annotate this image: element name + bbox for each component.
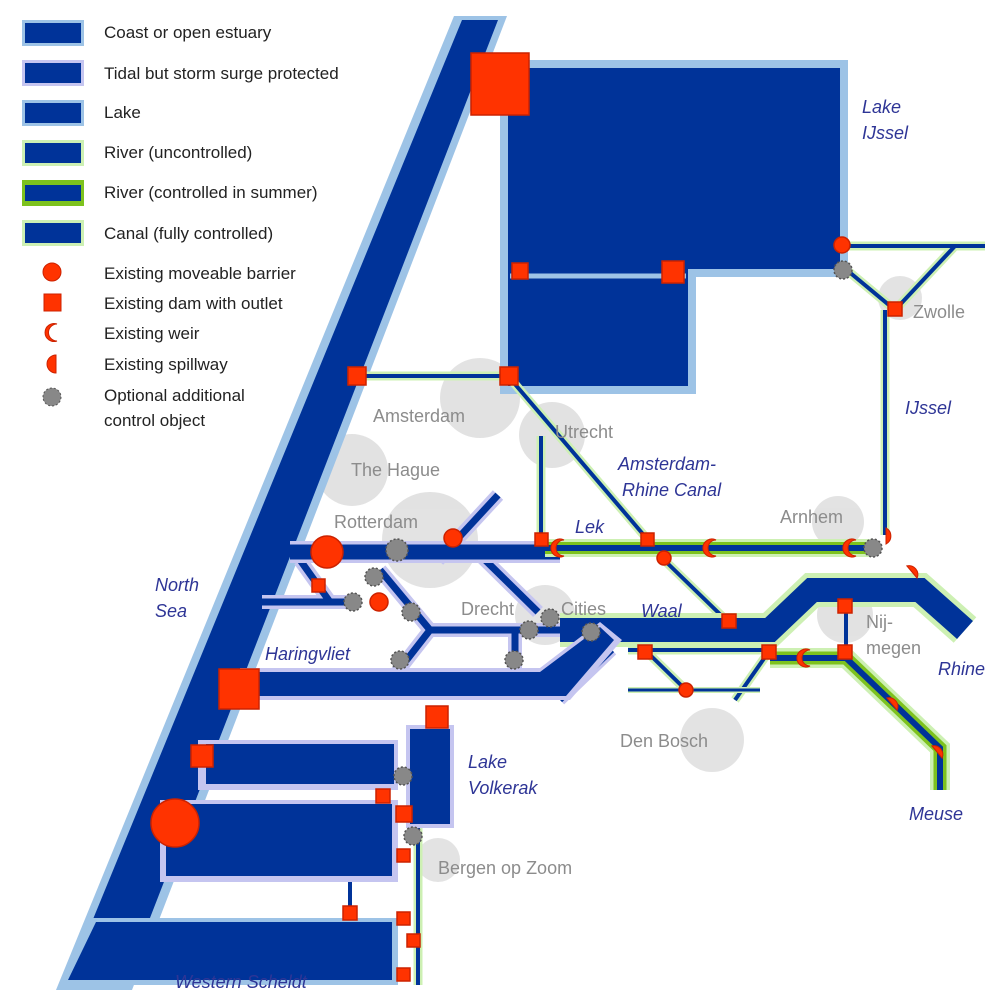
label-north-2: Sea <box>155 601 187 621</box>
legend-canal: Canal (fully controlled) <box>104 224 273 243</box>
city-bergen-op-zoom: Bergen op Zoom <box>438 858 572 878</box>
city-the-hague: The Hague <box>351 460 440 480</box>
city-drecht: Drecht <box>461 599 514 619</box>
label-arc-1: Amsterdam- <box>617 454 716 474</box>
legend-tidal: Tidal but storm surge protected <box>104 64 339 83</box>
label-meuse: Meuse <box>909 804 963 824</box>
legend-weir: Existing weir <box>104 324 200 343</box>
label-volkerak-1: Lake <box>468 752 507 772</box>
legend-optional-line1: Optional additional <box>104 386 245 405</box>
city-den-bosch: Den Bosch <box>620 731 708 751</box>
legend-river-controlled: River (controlled in summer) <box>104 183 318 202</box>
legend-swatches <box>22 20 84 246</box>
water-labels: Lake IJssel IJssel Amsterdam- Rhine Cana… <box>155 97 985 992</box>
label-lake-ijssel-1: Lake <box>862 97 901 117</box>
label-western-scheldt: Western Scheldt <box>175 972 308 992</box>
dams <box>190 52 903 982</box>
optional-object-icon <box>42 387 62 407</box>
weirs-spillways <box>550 527 944 760</box>
label-north-1: North <box>155 575 199 595</box>
lake-ijssel <box>500 60 848 394</box>
haringvliet <box>240 622 760 700</box>
legend-coast: Coast or open estuary <box>104 23 272 42</box>
legend-dam: Existing dam with outlet <box>104 294 283 313</box>
city-amsterdam: Amsterdam <box>373 406 465 426</box>
barriers <box>150 236 851 848</box>
label-lake-ijssel-2: IJssel <box>862 123 909 143</box>
city-zwolle: Zwolle <box>913 302 965 322</box>
southern-waters <box>60 725 454 985</box>
north-sea-coast <box>56 16 507 990</box>
legend: Coast or open estuary Tidal but storm su… <box>22 20 339 430</box>
city-labels: Zwolle Amsterdam Utrecht The Hague Rotte… <box>334 302 965 878</box>
legend-river-uncontrolled: River (uncontrolled) <box>104 143 252 162</box>
weir-icon <box>44 323 58 342</box>
label-waal: Waal <box>641 601 683 621</box>
label-ijssel: IJssel <box>905 398 952 418</box>
barrier-icon <box>42 262 62 282</box>
label-lek: Lek <box>575 517 605 537</box>
legend-barrier: Existing moveable barrier <box>104 264 296 283</box>
label-haringvliet: Haringvliet <box>265 644 351 664</box>
dam-icon <box>43 293 62 312</box>
legend-optional-line2: control object <box>104 411 205 430</box>
city-arnhem: Arnhem <box>780 507 843 527</box>
city-cities: Cities <box>561 599 606 619</box>
label-arc-2: Rhine Canal <box>622 480 722 500</box>
spillway-icon <box>46 354 57 374</box>
city-rotterdam: Rotterdam <box>334 512 418 532</box>
legend-symbols <box>42 262 62 407</box>
legend-lake: Lake <box>104 103 141 122</box>
city-nijmegen-2: megen <box>866 638 921 658</box>
label-volkerak-2: Volkerak <box>468 778 538 798</box>
legend-spillway: Existing spillway <box>104 355 228 374</box>
city-utrecht: Utrecht <box>555 422 613 442</box>
city-nijmegen-1: Nij- <box>866 612 893 632</box>
optional-control-objects <box>343 260 883 846</box>
label-rhine: Rhine <box>938 659 985 679</box>
